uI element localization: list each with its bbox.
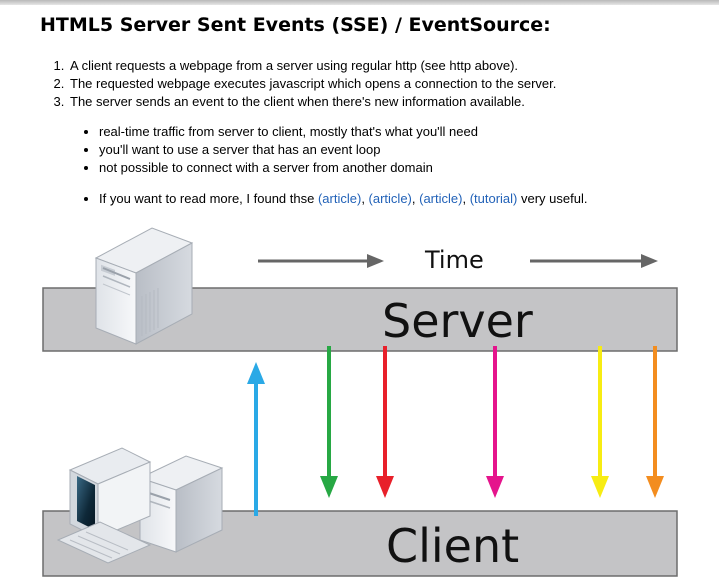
monitor-icon [68,447,152,539]
step-item: The requested webpage executes javascrip… [68,75,556,93]
request-arrow [247,362,265,516]
note-item: real-time traffic from server to client,… [99,123,478,141]
article-link-1[interactable]: (article) [317,191,362,206]
note-item: not possible to connect with a server fr… [99,159,478,177]
time-arrow-right [530,254,658,268]
client-label: Client [386,519,519,573]
note-item: you'll want to use a server that has an … [99,141,478,159]
time-arrow-left [258,254,384,268]
event-arrow-green [320,346,338,498]
read-more-prefix: If you want to read more, I found thse [99,191,318,206]
article-link-2[interactable]: (article) [368,191,412,206]
server-label: Server [382,294,533,348]
page-title: HTML5 Server Sent Events (SSE) / EventSo… [40,14,551,36]
event-arrow-magenta [486,346,504,498]
window-top-edge [0,0,719,5]
event-arrow-orange [646,346,664,498]
tutorial-link[interactable]: (tutorial) [469,191,518,206]
server-tower-icon [94,227,194,345]
event-arrow-yellow [591,346,609,498]
time-label: Time [424,246,484,274]
client-computer-icon [56,447,224,564]
event-arrow-red [376,346,394,498]
read-more-item: If you want to read more, I found thse (… [99,190,587,208]
step-item: The server sends an event to the client … [68,93,556,111]
read-more-suffix: very useful. [517,191,588,206]
steps-list: A client requests a webpage from a serve… [38,57,556,111]
read-more-list: If you want to read more, I found thse (… [70,190,587,208]
notes-list: real-time traffic from server to client,… [70,123,478,177]
step-item: A client requests a webpage from a serve… [68,57,556,75]
article-link-3[interactable]: (article) [419,191,463,206]
